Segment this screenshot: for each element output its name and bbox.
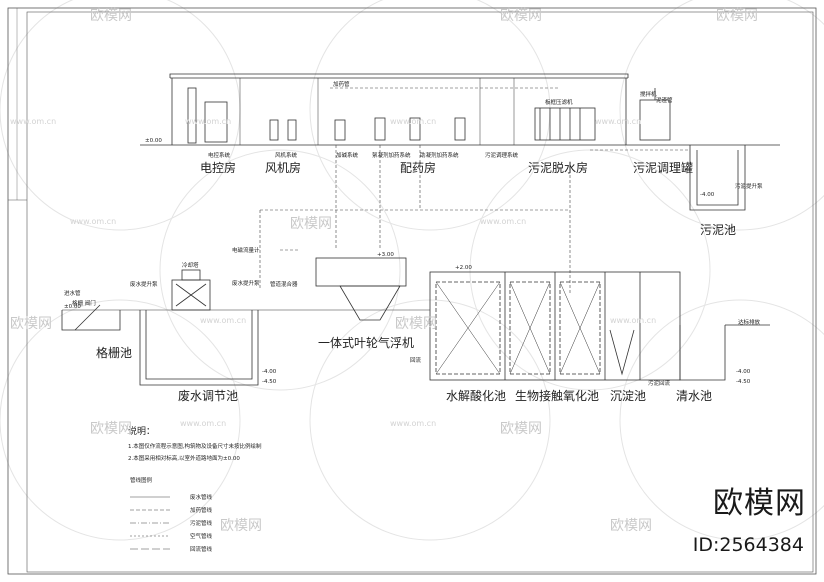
return-pipe-label: 污泥回流 xyxy=(648,379,671,387)
elev-minus400-top: -4.00 xyxy=(700,192,715,198)
room-fan-label: 风机房 xyxy=(265,160,301,175)
fan-system-label: 风机系统 xyxy=(275,151,298,159)
lift-pump-label: 废水提升泵 xyxy=(130,280,158,288)
watermark-text: 欧模网 xyxy=(716,8,758,24)
notes-header: 说明： xyxy=(128,425,155,437)
dosing-pipe-label: 加药管 xyxy=(333,80,350,88)
elev-minus450: -4.50 xyxy=(262,379,277,385)
sludge-pool-label: 污泥池 xyxy=(700,223,736,237)
watermark-circles xyxy=(0,0,824,541)
room-sludge-dewatering-label: 污泥脱水房 xyxy=(528,160,588,175)
cooling-tower-label: 冷却塔 xyxy=(182,261,199,269)
watermark-url: www.om.cn xyxy=(10,117,56,126)
room-dosing-label: 配药房 xyxy=(400,160,436,175)
room-sludge-tank-label: 污泥调理罐 xyxy=(633,161,693,175)
watermark-text: 欧模网 xyxy=(290,216,332,232)
watermark-url: www.om.cn xyxy=(480,217,526,226)
drawing-frame xyxy=(7,7,817,575)
watermark-url: www.om.cn xyxy=(70,217,116,226)
grid-valve-label: 格栅 阀门 xyxy=(72,299,96,307)
process-tanks xyxy=(61,257,770,386)
legend-item: 加药管线 xyxy=(190,506,213,514)
watermark-text: 欧模网 xyxy=(90,8,132,24)
pipe-mixer-label: 管道混合器 xyxy=(270,280,298,288)
elev-plus300: +3.00 xyxy=(377,252,394,258)
elev-plus200: +2.00 xyxy=(455,265,472,271)
elev-ground-top: ±0.00 xyxy=(145,138,162,144)
legend-item: 空气管线 xyxy=(190,532,213,540)
flotation-label: 一体式叶轮气浮机 xyxy=(318,335,414,350)
legend-item: 废水管线 xyxy=(190,493,213,501)
elev-ground-bottom: ±0.00 xyxy=(64,304,81,310)
watermark-text: 欧模网 xyxy=(500,8,542,24)
flow-pump-label: 废水提升泵 xyxy=(232,279,260,287)
agitator-label: 搅拌机 xyxy=(640,90,657,98)
legend-item: 回流管线 xyxy=(190,545,213,553)
watermark-url: www.om.cn xyxy=(390,117,436,126)
pipe-lines xyxy=(259,87,690,295)
filter-press-label: 板框压滤机 xyxy=(545,98,573,106)
watermark-text: 欧模网 xyxy=(500,421,542,437)
elev-minus400: -4.00 xyxy=(262,369,277,375)
flowmeter-label: 电磁流量计 xyxy=(232,246,260,254)
hydrolysis-label: 水解酸化池 xyxy=(446,388,506,403)
notes-line-1: 1.本图仅作流程示意图,构筑物及设备尺寸未按比例绘制 xyxy=(128,442,262,450)
watermark-url: www.om.cn xyxy=(200,316,246,325)
grid-pool-label: 格栅池 xyxy=(96,345,132,360)
pac-dosing-label: 絮凝剂加药系统 xyxy=(372,151,411,159)
watermark-url: www.om.cn xyxy=(185,117,231,126)
legend-lines xyxy=(130,496,170,550)
contact-oxidation-label: 生物接触氧化池 xyxy=(515,388,599,403)
alkali-system-label: 加碱系统 xyxy=(336,151,359,159)
pam-dosing-label: 助凝剂加药系统 xyxy=(420,151,459,159)
brand-logo-text: 欧模网 xyxy=(713,486,806,521)
sludge-lift-pump-label: 污泥提升泵 xyxy=(735,182,763,190)
model-id: ID:2564384 xyxy=(692,534,804,556)
sludge-conditioning-label: 污泥调理系统 xyxy=(485,151,519,159)
legend-item: 污泥管线 xyxy=(190,519,213,527)
elev-minus400-right: -4.00 xyxy=(736,369,751,375)
watermark-text: 欧模网 xyxy=(220,518,262,534)
watermark-url: www.om.cn xyxy=(180,419,226,428)
inlet-pipe-label: 进水管 xyxy=(64,289,81,297)
control-system-label: 电控系统 xyxy=(208,151,231,159)
sludge-pipe-label: 泥渣管 xyxy=(656,96,673,104)
watermark-url: www.om.cn xyxy=(610,316,656,325)
watermark-text: 欧模网 xyxy=(610,518,652,534)
watermark-url: www.om.cn xyxy=(390,419,436,428)
equalization-label: 废水调节池 xyxy=(178,388,238,403)
sedimentation-label: 沉淀池 xyxy=(610,389,646,403)
elev-minus450-right: -4.50 xyxy=(736,379,751,385)
watermark-url: www.om.cn xyxy=(595,117,641,126)
clear-water-label: 清水池 xyxy=(676,389,712,403)
watermark-text: 欧模网 xyxy=(90,421,132,437)
notes-line-2: 2.本图采用相对标高,以室外道路地面为±0.00 xyxy=(128,454,240,462)
discharge-label: 达标排放 xyxy=(738,318,761,326)
legend-title: 管线图例 xyxy=(130,476,153,484)
reflux-label: 回流 xyxy=(410,356,422,364)
room-control-label: 电控房 xyxy=(200,160,236,175)
watermark-text: 欧模网 xyxy=(395,316,437,332)
watermark-text: 欧模网 xyxy=(10,316,52,332)
watermark-layer: 欧模网 欧模网 欧模网 欧模网 欧模网 欧模网 欧模网 欧模网 欧模网 欧模网 … xyxy=(10,8,758,534)
building-section xyxy=(140,73,780,211)
